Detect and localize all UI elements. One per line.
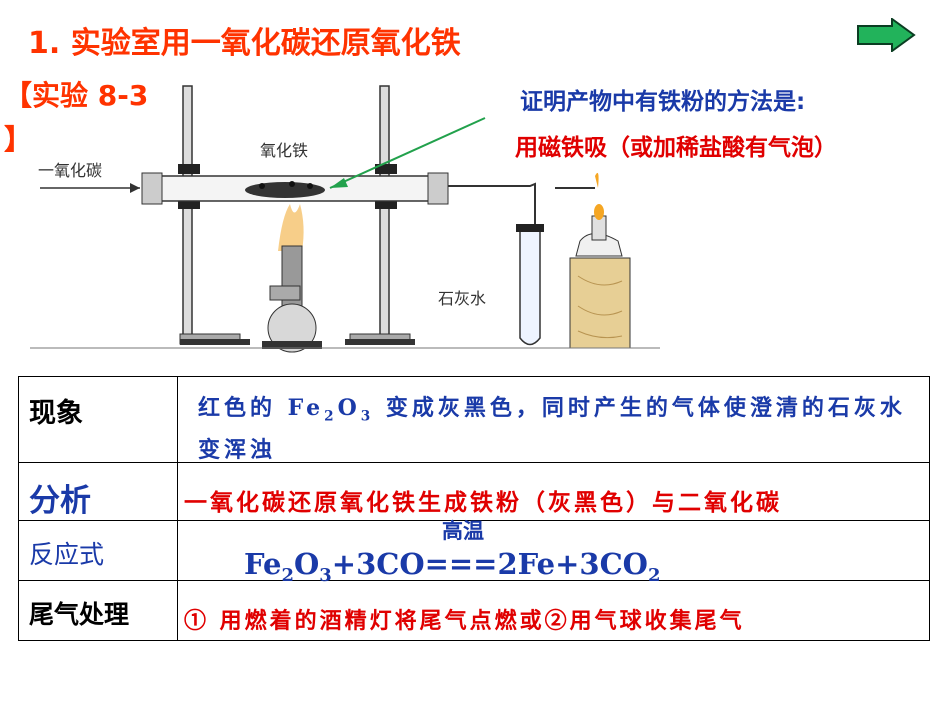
phenomenon-head: 现象 (29, 398, 83, 429)
experiment-label: 【实验 8-3 】 (4, 79, 149, 156)
analysis-head: 分析 (29, 483, 91, 519)
right-arrow-icon[interactable] (856, 18, 916, 52)
reaction-equation: Fe2O3+3CO===2Fe+3CO2 (244, 547, 661, 586)
phenomenon-cell: 红色的 Fe2O3 变成灰黑色，同时产生的气体使澄清的石灰水变浑浊 (177, 376, 930, 463)
info-table: 现象 红色的 Fe2O3 变成灰黑色，同时产生的气体使澄清的石灰水变浑浊 分析 … (18, 376, 930, 641)
tail-head-cell: 尾气处理 (18, 580, 178, 641)
limewater-label: 石灰水 (438, 289, 486, 308)
phenomenon-text: 红色的 Fe2O3 变成灰黑色，同时产生的气体使澄清的石灰水变浑浊 (198, 395, 906, 464)
reaction-condition: 高温 (442, 519, 484, 543)
co-label: 一氧化碳 (38, 161, 102, 180)
apparatus-diagram: 一氧化碳 氧化铁 石灰水 (30, 85, 660, 353)
tail-text: ① 用燃着的酒精灯将尾气点燃或②用气球收集尾气 (184, 608, 745, 634)
analysis-text: 一氧化碳还原氧化铁生成铁粉（灰黑色）与二氧化碳 (184, 490, 782, 516)
question-note: 证明产物中有铁粉的方法是: (520, 89, 806, 115)
reaction-head-cell: 反应式 (18, 520, 178, 581)
page-title: 1. 实验室用一氧化碳还原氧化铁 (28, 26, 461, 61)
phenomenon-head-cell: 现象 (18, 376, 178, 463)
analysis-cell: 一氧化碳还原氧化铁生成铁粉（灰黑色）与二氧化碳 (177, 462, 930, 521)
answer-note: 用磁铁吸（或加稀盐酸有气泡） (515, 135, 837, 161)
fe2o3-label: 氧化铁 (260, 141, 308, 160)
tail-head: 尾气处理 (29, 600, 130, 629)
analysis-head-cell: 分析 (18, 462, 178, 521)
reaction-head: 反应式 (29, 540, 105, 569)
reaction-cell: 高温 Fe2O3+3CO===2Fe+3CO2 (177, 519, 930, 586)
tail-cell: ① 用燃着的酒精灯将尾气点燃或②用气球收集尾气 (177, 580, 930, 641)
